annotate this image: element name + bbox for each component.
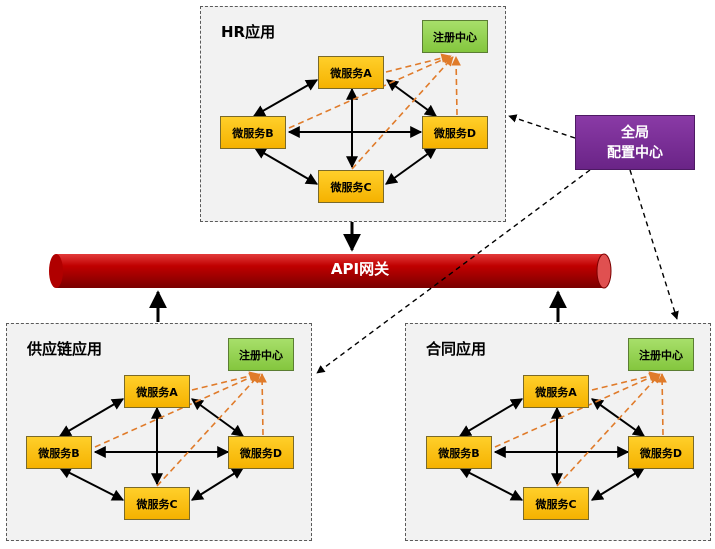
- global-config-line2: 配置中心: [607, 144, 663, 161]
- supply-chain-registry-center: 注册中心: [228, 338, 294, 371]
- hr-service-a: 微服务A: [318, 56, 384, 89]
- api-gateway-label: API网关: [330, 260, 390, 278]
- api-gateway-pipe: [49, 253, 612, 289]
- supply-chain-app-title: 供应链应用: [27, 340, 103, 358]
- hr-service-links: [252, 53, 461, 185]
- supply-chain-service-links: [58, 371, 267, 501]
- hr-service-c: 微服务C: [318, 170, 384, 203]
- hr-service-d: 微服务D: [422, 116, 488, 149]
- config-distribution-arrows: [316, 114, 679, 374]
- contract-service-b: 微服务B: [426, 436, 492, 469]
- hr-registry-center: 注册中心: [422, 20, 488, 53]
- global-config-line1: 全局: [621, 124, 649, 141]
- contract-service-c: 微服务C: [523, 487, 589, 520]
- supply-chain-service-c: 微服务C: [124, 487, 190, 520]
- hr-app-title: HR应用: [221, 23, 276, 41]
- supply-chain-service-d: 微服务D: [228, 436, 294, 469]
- contract-service-links: [458, 371, 667, 501]
- global-config-center: 全局 配置中心: [575, 115, 695, 170]
- gateway-arrows: [149, 222, 567, 322]
- contract-registry-center: 注册中心: [628, 338, 694, 371]
- supply-chain-service-a: 微服务A: [124, 375, 190, 408]
- contract-service-d: 微服务D: [628, 436, 694, 469]
- contract-app-title: 合同应用: [426, 340, 487, 358]
- supply-chain-service-b: 微服务B: [26, 436, 92, 469]
- hr-service-b: 微服务B: [220, 116, 286, 149]
- contract-service-a: 微服务A: [523, 375, 589, 408]
